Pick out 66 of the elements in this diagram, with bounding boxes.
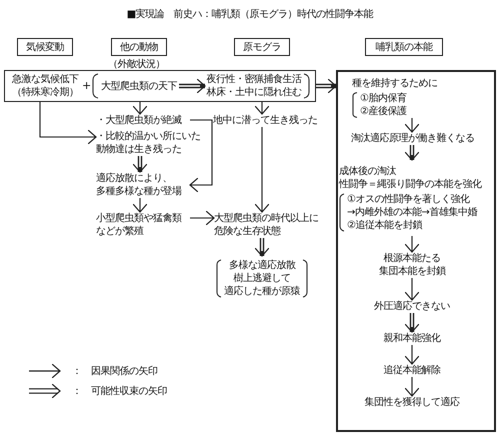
step-text: 多種多様な種が登場 <box>96 185 182 198</box>
step-text: 集団性を獲得して適応 <box>364 396 460 409</box>
step-text: 小型爬虫類や猛禽類 <box>96 212 182 225</box>
header-box <box>17 38 73 56</box>
step-text: 追従本能解除 <box>384 364 440 377</box>
step-text: 急激な気候低下 <box>12 73 78 86</box>
list-item: ①胎内保育 <box>360 92 406 104</box>
list-item: 多様な適応放散 <box>228 258 296 272</box>
arrow <box>404 118 420 133</box>
list-item: ②追従本能を封鎖 <box>347 218 422 232</box>
list-item: 適応した種が原猿 <box>224 284 300 298</box>
header-label: 哺乳類の本能 <box>376 40 432 54</box>
legend-label: ： 因果関係の矢印 <box>72 364 158 378</box>
step-text: 危険な生存状態 <box>214 225 280 238</box>
step-text: 林床・土中に隠れ住む <box>206 86 302 99</box>
diagram-title: ■実現論 前史ハ：哺乳類（原モグラ）時代の性闘争本能 <box>126 8 374 21</box>
arrow <box>189 119 213 193</box>
step-text: 大型爬虫類の時代以上に <box>214 212 318 225</box>
step-text: 大型爬虫類の天下 <box>101 80 177 93</box>
double-arrow <box>316 78 337 94</box>
arrow <box>404 377 420 397</box>
list-item: ②産後保護 <box>360 104 406 118</box>
step-text: 夜行性・密猟捕食生活 <box>206 73 302 86</box>
double-arrow <box>132 156 148 173</box>
step-text: 外圧適応できない <box>374 300 450 313</box>
step-text: 淘汰適応原理が働き難くなる <box>350 132 474 145</box>
step-text: 性闘争＝縄張り闘争の本能を強化 <box>339 178 482 190</box>
legend-label: ： 可能性収束の矢印 <box>72 384 167 398</box>
list-item: ①オスの性闘争を著しく強化 <box>347 192 470 206</box>
step-text: 親和本能強化 <box>384 332 440 345</box>
arrow <box>404 278 420 301</box>
double-arrow <box>179 78 206 94</box>
header-box <box>111 38 167 56</box>
group-frame <box>336 70 496 432</box>
arrow <box>404 345 420 365</box>
step-text: ・比較的温かい所にいた <box>96 130 200 143</box>
header-box <box>365 38 443 56</box>
step-text: 適応放散により、 <box>96 172 172 185</box>
plus-sign: + <box>82 79 91 92</box>
arrow <box>132 198 148 213</box>
group-frame <box>4 70 316 102</box>
list-item: 樹上逃避して <box>234 272 290 284</box>
node-caption: （外敵状況） <box>108 58 165 71</box>
step-text: 動物達は生き残った <box>96 143 182 156</box>
double-arrow <box>254 238 270 257</box>
header-label: 原モグラ <box>243 40 281 54</box>
step-text: 成体後の淘汰 <box>339 164 396 178</box>
step-text: 地中に潜って生き残った <box>212 114 318 127</box>
header-label: 他の動物 <box>120 40 158 54</box>
arrow <box>404 236 420 253</box>
arrow <box>254 102 270 115</box>
header-box <box>234 38 290 56</box>
step-text: ・大型爬虫類が絶滅 <box>96 114 182 127</box>
step-text: （特殊寒冷期） <box>12 86 78 99</box>
arrow <box>254 127 270 213</box>
step-text: 集団本能を封鎖 <box>378 265 446 278</box>
list-item: →内雌外雄の本能→首雄集中婚 <box>347 206 477 218</box>
step-text: 根源本能たる <box>384 252 440 265</box>
double-arrow <box>404 313 420 333</box>
double-arrow <box>404 145 420 161</box>
arrow <box>190 210 215 226</box>
header-label: 気候変動 <box>26 40 64 54</box>
step-text: などが繁殖 <box>96 225 144 238</box>
arrow <box>132 102 148 115</box>
arrow <box>39 102 97 145</box>
step-text: 種を維持するために <box>352 76 438 90</box>
